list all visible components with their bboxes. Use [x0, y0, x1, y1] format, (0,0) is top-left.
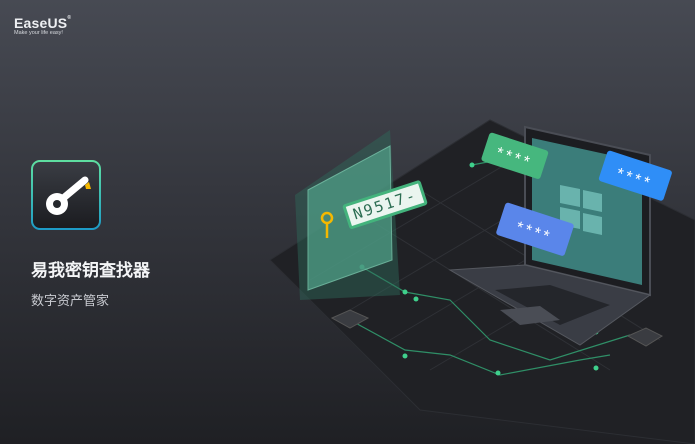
- password-tag-blue-2: ****: [496, 202, 574, 256]
- chip: [330, 309, 664, 347]
- key-finder-illustration: N9517- **** **** ****: [269, 119, 695, 444]
- key-icon: [320, 211, 334, 238]
- app-title: 易我密钥查找器: [31, 261, 150, 281]
- registered-mark: ®: [67, 15, 72, 21]
- brand-name: EaseUS: [14, 15, 68, 31]
- app-icon: [31, 160, 101, 230]
- app-subtitle: 数字资产管家: [31, 294, 110, 309]
- brand-tagline: Make your life easy!: [14, 30, 63, 36]
- easeus-logo: EaseUS® Make your life easy!: [14, 15, 71, 36]
- key-icon: [46, 176, 91, 215]
